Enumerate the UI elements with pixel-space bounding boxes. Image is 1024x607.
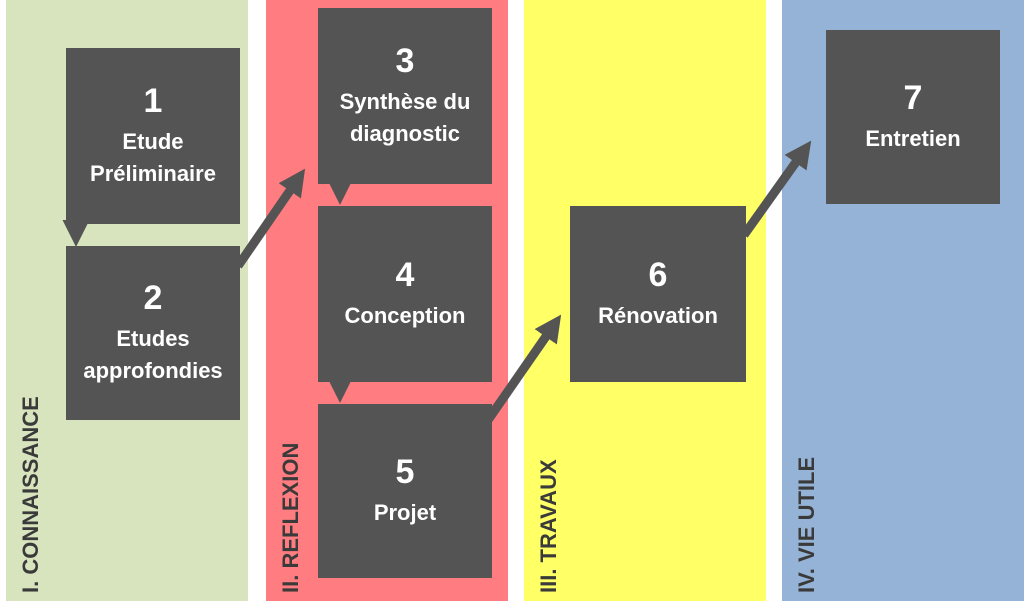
lane-label-vie-utile: IV. VIE UTILE <box>794 456 819 593</box>
lane-label-connaissance: I. CONNAISSANCE <box>18 396 43 593</box>
step-box-5: 5 Projet <box>318 404 492 578</box>
step-number: 2 <box>143 279 163 317</box>
step-label: Etude Préliminaire <box>90 129 216 186</box>
lane-label-travaux: III. TRAVAUX <box>536 459 561 593</box>
step-label: Conception <box>344 303 466 328</box>
step-box-6: 6 Rénovation <box>570 206 746 382</box>
step-box-2: 2 Etudes approfondies <box>66 246 240 420</box>
step-label: Rénovation <box>598 303 718 328</box>
lane-label-reflexion: II. REFLEXION <box>278 442 303 593</box>
step-number: 5 <box>395 453 415 491</box>
step-label: Synthèse du diagnostic <box>339 89 471 146</box>
step-number: 7 <box>903 79 923 117</box>
step-number: 3 <box>395 42 415 80</box>
step-label: Etudes approfondies <box>83 326 223 383</box>
step-box-3: 3 Synthèse du diagnostic <box>318 8 492 184</box>
step-label: Projet <box>373 500 437 525</box>
step-number: 1 <box>143 82 163 120</box>
step-label: Entretien <box>865 126 961 151</box>
step-box-4: 4 Conception <box>318 206 492 382</box>
step-number: 6 <box>648 256 668 294</box>
step-box-1: 1 Etude Préliminaire <box>66 48 240 224</box>
step-box-7: 7 Entretien <box>826 30 1000 204</box>
step-number: 4 <box>395 256 415 294</box>
